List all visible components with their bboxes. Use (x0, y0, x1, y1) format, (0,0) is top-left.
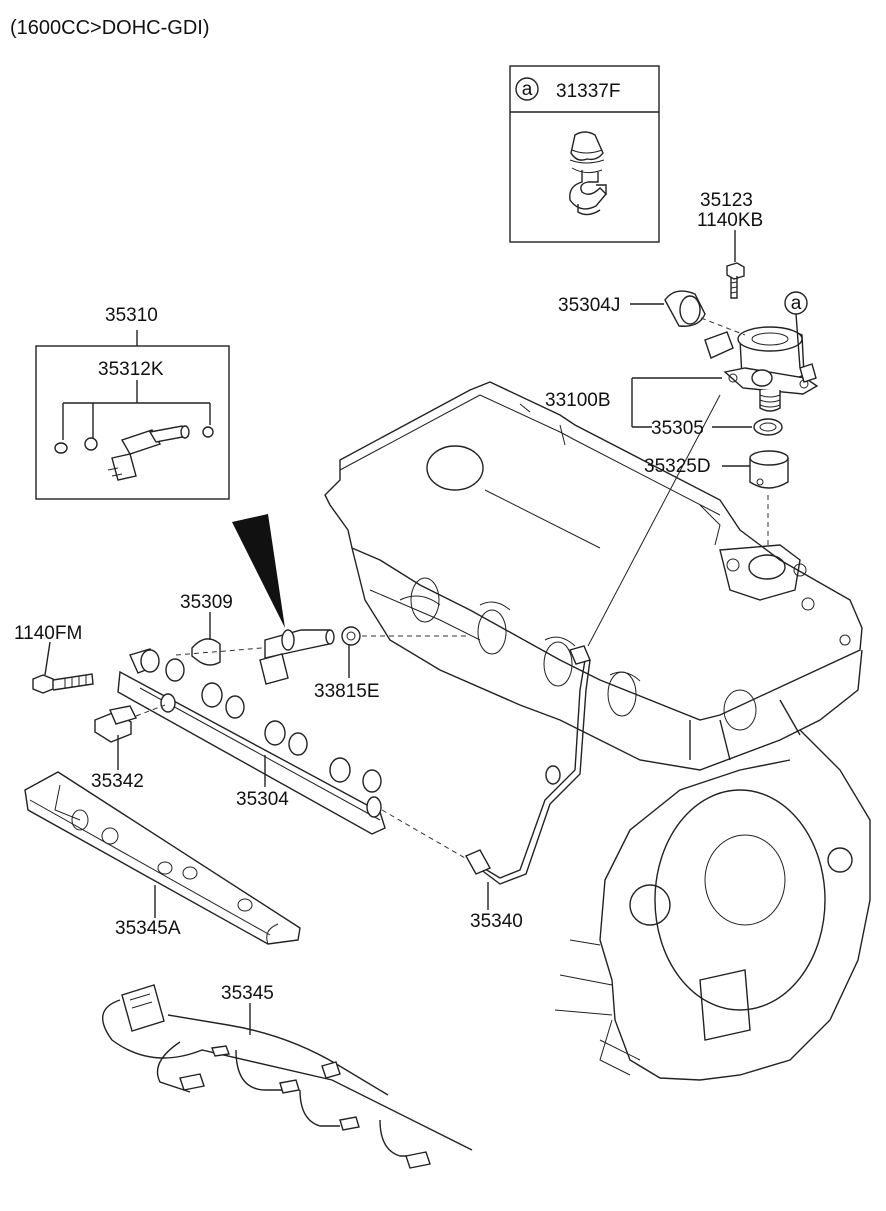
label-35345A: 35345A (115, 918, 181, 939)
ref-letter-pump: a (791, 293, 802, 314)
label-33100B: 33100B (545, 390, 611, 411)
label-35345: 35345 (221, 983, 274, 1004)
tappet-35325D (749, 450, 789, 489)
ref-letter: a (522, 79, 533, 100)
label-35310: 35310 (105, 305, 158, 326)
wiring-harness-35345 (102, 984, 473, 1169)
label-35312K: 35312K (98, 359, 164, 380)
clip-31337F-drawing (569, 131, 607, 216)
engine-block-drawing (324, 381, 871, 1081)
hp-fuel-pump-drawing: a (664, 262, 819, 548)
label-1140FM: 1140FM (14, 623, 82, 644)
seal-33815E (341, 626, 361, 646)
fuel-rail-drawing (32, 394, 721, 885)
arrow-indicator (232, 514, 285, 628)
part-label-31337F: 31337F (556, 81, 620, 102)
fuel-pipe-35340 (469, 659, 586, 879)
label-33815E: 33815E (314, 681, 380, 702)
label-35342: 35342 (91, 771, 144, 792)
ref-circle-a (515, 77, 539, 101)
label-35304: 35304 (236, 789, 289, 810)
injector-kit-box-35310 (35, 330, 230, 500)
leader-lines (44, 230, 752, 1035)
harness-protector-35345A (24, 771, 301, 945)
bushing-35304J (664, 290, 706, 327)
label-35304J: 35304J (558, 295, 620, 316)
detail-box-31337F: a 31337F (509, 65, 660, 243)
label-35123: 35123 (700, 190, 753, 211)
engine-spec-title: (1600CC>DOHC-GDI) (10, 17, 209, 39)
label-35309: 35309 (180, 592, 233, 613)
label-35340: 35340 (470, 911, 523, 932)
oring-35305 (753, 418, 783, 436)
label-35325D: 35325D (644, 456, 711, 477)
label-1140KB: 1140KB (697, 210, 763, 231)
label-35305: 35305 (651, 418, 704, 439)
